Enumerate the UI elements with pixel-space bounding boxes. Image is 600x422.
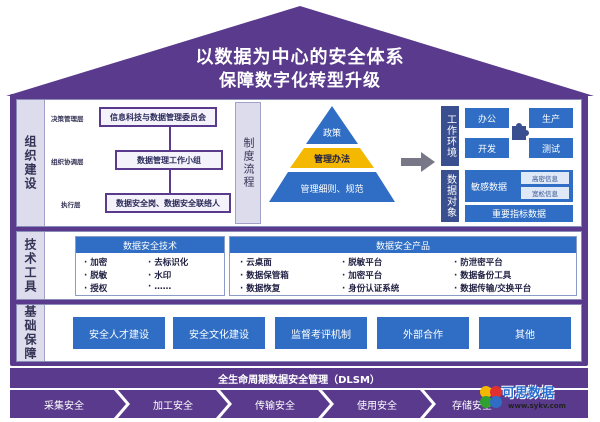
tech-panel-title: 数据安全技术 — [76, 237, 224, 253]
product-item: · 身份认证系统 — [342, 284, 400, 294]
org-role-decision: 决策管理层 — [51, 115, 84, 123]
org-body-working-group: 数据管理工作小组 — [115, 150, 223, 170]
pyramid-top — [306, 106, 358, 144]
watermark: 可思数据 www.sykv.com — [478, 380, 598, 420]
pyramid-bottom — [269, 172, 395, 202]
product-item: · 防泄密平台 — [454, 258, 503, 268]
env-testing: 测试 — [529, 138, 573, 158]
policy-pyramid — [269, 106, 395, 202]
foundation-side-label: 基础保障 — [17, 305, 45, 361]
main-subtitle: 保障数字化转型升级 — [219, 71, 381, 91]
roof — [6, 6, 594, 96]
tech-item: · 脱敏 — [84, 271, 108, 281]
product-item: · 数据保管箱 — [240, 271, 289, 281]
process-side-label: 制度流程 — [235, 102, 261, 224]
foundation-item-supervision: 监督考评机制 — [275, 317, 367, 349]
lifecycle-process: 加工安全 — [153, 400, 193, 412]
product-item: · 数据传输/交换平台 — [454, 284, 532, 294]
pyramid-label-policy: 政策 — [322, 129, 341, 139]
org-side-label: 组织建设 — [17, 100, 45, 226]
main-title: 以数据为中心的安全体系 — [195, 47, 405, 68]
product-item: · 数据备份工具 — [454, 271, 512, 281]
product-item: · 加密平台 — [342, 271, 383, 281]
product-item: · 云桌面 — [240, 258, 272, 268]
sensitive-data-title: 敏感数据 — [471, 182, 508, 193]
product-panel-title: 数据安全产品 — [230, 237, 576, 253]
pyramid-middle — [290, 148, 374, 168]
key-indicator-data: 重要指标数据 — [465, 205, 573, 222]
tech-panel: 数据安全技术 · 加密 · 去标识化 · 脱敏 · 水印 · 授权 · …… — [75, 236, 225, 296]
org-body-committee: 信息科技与数据管理委员会 — [99, 107, 217, 127]
org-role-execution: 执行层 — [61, 201, 81, 209]
product-item: · 脱敏平台 — [342, 258, 383, 268]
roof-shape — [6, 6, 594, 96]
pyramid-label-measures: 管理办法 — [313, 155, 350, 165]
governance-row: 组织建设 决策管理层 信息科技与数据管理委员会 组织协调层 数据管理工作小组 执… — [16, 99, 582, 227]
env-development: 开发 — [465, 138, 509, 158]
foundation-item-other: 其他 — [479, 317, 571, 349]
tech-item: · 授权 — [84, 284, 108, 294]
tech-item: · 加密 — [84, 258, 108, 268]
watermark-url: www.sykv.com — [508, 402, 566, 410]
watermark-logo-icon — [480, 386, 502, 408]
tech-row: 技术工具 数据安全技术 · 加密 · 去标识化 · 脱敏 · 水印 · 授权 ·… — [16, 231, 582, 300]
dlsm-bar: 全生命周期数据安全管理（DLSM） — [10, 368, 588, 388]
arrow-right-icon — [401, 152, 435, 172]
env-office: 办公 — [465, 108, 509, 128]
foundation-item-talent: 安全人才建设 — [73, 317, 165, 349]
chevron-collect — [10, 390, 126, 418]
tag-high-secret: 高密信息 — [521, 172, 569, 184]
product-panel: 数据安全产品 · 云桌面 · 脱敏平台 · 防泄密平台 · 数据保管箱 · 加密… — [229, 236, 577, 296]
obj-side-label: 数据对象 — [441, 170, 459, 222]
tag-loose-info: 宽松信息 — [521, 187, 569, 199]
product-item: · 数据恢复 — [240, 284, 281, 294]
env-production: 生产 — [529, 108, 573, 128]
lifecycle-row: 采集安全 加工安全 传输安全 使用安全 存储安全 — [10, 390, 588, 418]
chevron-use — [322, 390, 432, 418]
foundation-item-cooperation: 外部合作 — [377, 317, 469, 349]
lifecycle-store: 存储安全 — [452, 400, 492, 412]
watermark-text: 可思数据 — [502, 386, 555, 401]
pyramid-label-rules: 管理细则、规范 — [300, 185, 364, 195]
org-body-security-roles: 数据安全岗、数据安全联络人 — [105, 193, 231, 213]
chevron-transfer — [220, 390, 330, 418]
foundation-item-culture: 安全文化建设 — [173, 317, 265, 349]
chevron-store — [424, 390, 588, 418]
tech-side-label: 技术工具 — [17, 232, 45, 299]
lifecycle-transfer: 传输安全 — [255, 400, 295, 412]
puzzle-icon — [512, 123, 529, 140]
foundation-row: 基础保障 安全人才建设 安全文化建设 监督考评机制 外部合作 其他 — [16, 304, 582, 362]
org-role-coordination: 组织协调层 — [51, 158, 84, 166]
lifecycle-chevrons — [10, 390, 588, 418]
tech-item: · 去标识化 — [148, 258, 189, 268]
lifecycle-collect: 采集安全 — [44, 400, 84, 412]
lifecycle-use: 使用安全 — [357, 400, 397, 412]
chevron-process — [118, 390, 228, 418]
tech-item: · 水印 — [148, 271, 172, 281]
env-side-label: 工作环境 — [441, 106, 459, 166]
tech-item: · …… — [148, 282, 172, 292]
